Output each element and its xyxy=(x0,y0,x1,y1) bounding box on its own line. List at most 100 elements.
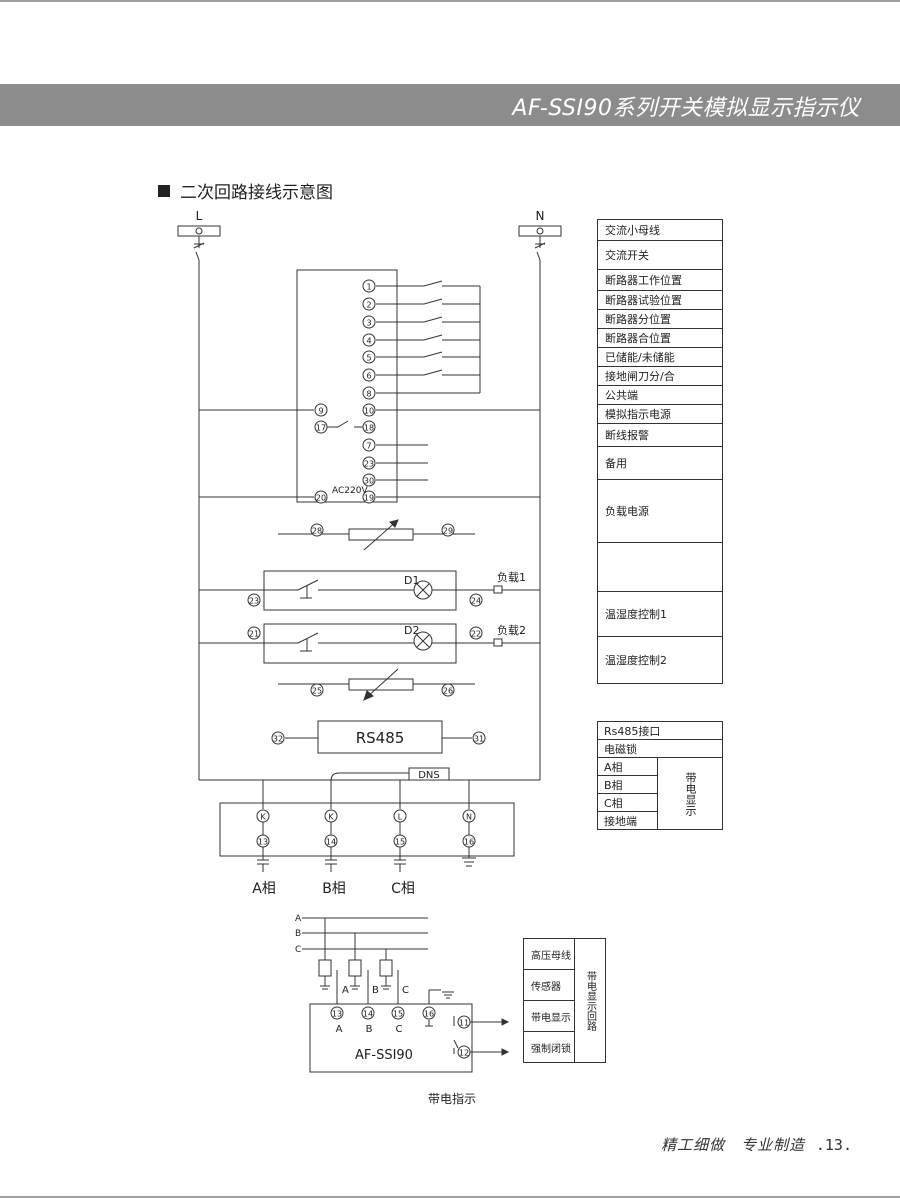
device-terminal-circle xyxy=(391,1006,405,1020)
sensor-letter-label: K xyxy=(260,813,266,822)
load1-label: 负载1 xyxy=(497,570,526,584)
legend2-row: 电磁锁 xyxy=(597,739,723,758)
legend2-side-label: 带电显示 xyxy=(657,757,723,830)
terminal-3-label: 3 xyxy=(366,319,371,328)
header-band: AF-SSI90系列开关模拟显示指示仪 xyxy=(0,84,900,126)
terminal-6-label: 6 xyxy=(366,372,371,381)
terminal-5-circle xyxy=(362,350,376,364)
terminal-1-label: 1 xyxy=(366,283,371,292)
legend-row: 交流小母线 xyxy=(597,219,723,241)
terminal-23-label: 23 xyxy=(249,597,259,606)
device-terminal-circle xyxy=(330,1006,344,1020)
terminal-23-circle xyxy=(362,456,376,470)
device-terminal-circle xyxy=(422,1006,436,1020)
phase-a-label: A相 xyxy=(252,881,276,897)
legend2-row: A相 xyxy=(597,757,658,776)
terminal-2-label: 2 xyxy=(366,301,371,310)
section-square-icon xyxy=(158,184,170,197)
legend3-row: 带电显示 xyxy=(523,1000,575,1032)
terminal-19-label: 19 xyxy=(364,494,374,503)
terminal-29-circle xyxy=(441,523,455,537)
terminal-10-label: 10 xyxy=(364,407,374,416)
legend-row: 断线报警 xyxy=(597,423,723,447)
terminal-21-circle xyxy=(247,626,261,640)
terminal-29-label: 29 xyxy=(443,527,453,536)
terminal-28-label: 28 xyxy=(312,527,322,536)
legend3-row: 强制闭锁 xyxy=(523,1031,575,1063)
sensor-number-label: 15 xyxy=(395,838,405,847)
terminal-18-circle xyxy=(362,420,376,434)
sensor-letter-label: K xyxy=(328,813,334,822)
phase-c-label: C相 xyxy=(391,881,415,897)
legend-row: 温湿度控制1 xyxy=(597,591,723,637)
tap-c-label: C xyxy=(402,985,409,996)
legend3-row: 高压母线 xyxy=(523,938,575,970)
terminal-9-label: 9 xyxy=(318,407,323,416)
terminal-25-circle xyxy=(310,683,324,697)
legend-row: 温湿度控制2 xyxy=(597,636,723,684)
legend-row: 负载电源 xyxy=(597,479,723,543)
legend-row: 交流开关 xyxy=(597,240,723,270)
terminal-12-label: 12 xyxy=(459,1049,469,1058)
terminal-11-label: 11 xyxy=(459,1019,469,1028)
device-terminal-label: 16 xyxy=(424,1010,434,1019)
bus-b-label: B xyxy=(295,929,301,939)
terminal-26-label: 26 xyxy=(443,687,453,696)
contact-switches xyxy=(414,280,464,376)
terminal-22-circle xyxy=(469,626,483,640)
load2-label: 负载2 xyxy=(497,623,526,637)
legend2-row: Rs485接口 xyxy=(597,721,723,740)
terminal-1-circle xyxy=(362,279,376,293)
bus-c-label: C xyxy=(295,945,301,955)
legend-row: 断路器合位置 xyxy=(597,328,723,348)
terminal-22-label: 22 xyxy=(471,630,481,639)
terminal-7-circle xyxy=(362,438,376,452)
dns-label: DNS xyxy=(418,770,440,781)
legend-table-3: 高压母线带电显示回路 传感器 带电显示 强制闭锁 xyxy=(523,938,606,1063)
top-rule xyxy=(0,0,900,2)
terminal-24-label: 24 xyxy=(471,597,481,606)
legend-row xyxy=(597,542,723,592)
terminal-26-circle xyxy=(441,683,455,697)
terminal-23-label: 23 xyxy=(364,460,374,469)
section-title-text: 二次回路接线示意图 xyxy=(180,183,333,203)
ac220v-label: AC220V xyxy=(332,486,368,496)
term-letter-a: A xyxy=(336,1024,343,1035)
terminal-9-circle xyxy=(314,403,328,417)
bottom-rule xyxy=(0,1196,900,1198)
sensor-letter-label: N xyxy=(466,813,472,822)
sensor-a-icon xyxy=(318,959,332,977)
sensor-letter-label: L xyxy=(398,813,403,822)
sensor-number-label: 14 xyxy=(326,838,336,847)
legend-table-2: Rs485接口 电磁锁 A相带电显示 B相 C相 接地端 xyxy=(597,721,723,830)
d2-label: D2 xyxy=(404,624,419,637)
legend3-row: 传感器 xyxy=(523,969,575,1001)
tap-b-label: B xyxy=(372,985,379,996)
diagram2-caption: 带电指示 xyxy=(428,1091,476,1106)
section-title: 二次回路接线示意图 xyxy=(158,178,333,203)
terminal-23-circle xyxy=(247,593,261,607)
legend2-row: 接地端 xyxy=(597,811,658,830)
rs485-label: RS485 xyxy=(356,729,405,747)
device-terminal-label: 15 xyxy=(393,1010,403,1019)
terminal-8-label: 8 xyxy=(366,390,371,399)
load2-fuse xyxy=(493,638,503,647)
terminal-3-circle xyxy=(362,315,376,329)
legend2-row: C相 xyxy=(597,793,658,812)
main-module-box xyxy=(296,269,398,503)
terminal-2-circle xyxy=(362,297,376,311)
legend-row: 模拟指示电源 xyxy=(597,404,723,424)
terminal-31-circle xyxy=(472,731,486,745)
device-terminal-label: 13 xyxy=(332,1010,342,1019)
page-header-title: AF-SSI90系列开关模拟显示指示仪 xyxy=(512,96,860,121)
terminal-8-circle xyxy=(362,386,376,400)
device-terminal-circle xyxy=(361,1006,375,1020)
terminal-24-circle xyxy=(469,593,483,607)
terminal-21-label: 21 xyxy=(249,630,259,639)
legend-row: 断路器分位置 xyxy=(597,309,723,329)
page-footer: 精工细做 专业制造 .13. xyxy=(661,1134,852,1155)
device-terminal-label: 14 xyxy=(363,1010,373,1019)
